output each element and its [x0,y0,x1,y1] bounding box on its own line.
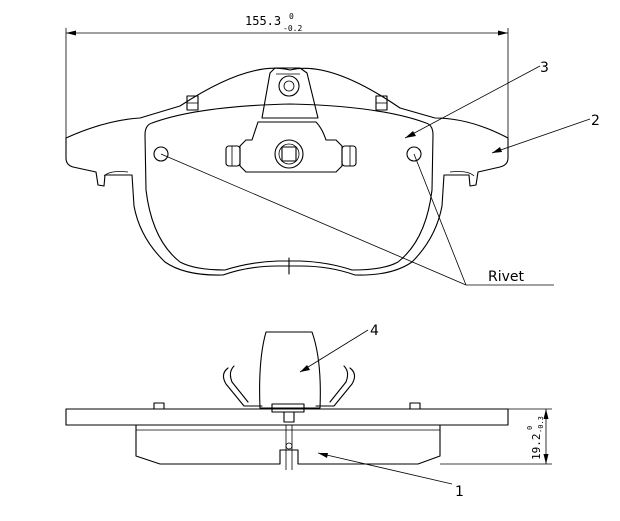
side-center-slot [285,425,293,470]
rivet-label: Rivet [488,269,525,285]
side-friction-material [135,424,441,465]
callout-1-number: 1 [455,484,464,500]
thickness-dimension-tol-upper: 0 [526,426,534,430]
width-dimension-value: 155.3 [245,14,281,28]
callout-2-number: 2 [591,113,600,129]
thickness-dimension-tol-lower: -0.3 [537,416,545,433]
side-spring-clip [222,331,356,423]
rivet-left [153,146,169,162]
callout-3: 3 [404,60,549,139]
width-dimension-tol-lower: -0.2 [283,24,302,33]
rivet-right [406,146,422,162]
callout-4-number: 4 [370,323,379,339]
callout-1: 1 [317,452,464,500]
side-view: 19.2 0 -0.3 4 1 [65,323,552,500]
width-dimension-tol-upper: 0 [289,12,294,21]
callout-3-number: 3 [540,60,549,76]
friction-material-outline [144,103,434,271]
top-view: 155.3 0 -0.2 [65,12,600,286]
clip-tab-left [186,95,199,111]
callout-2: 2 [491,113,600,154]
thickness-dimension-value: 19.2 [530,434,543,461]
callout-4: 4 [299,323,379,373]
backing-plate-outline [65,67,509,276]
center-clip [225,67,357,173]
clip-tab-right [375,95,388,111]
rivet-leaders: Rivet [160,153,554,286]
width-dimension: 155.3 0 -0.2 [65,12,509,140]
thickness-dimension: 19.2 0 -0.3 [440,408,552,465]
side-backing-plate [65,408,509,426]
